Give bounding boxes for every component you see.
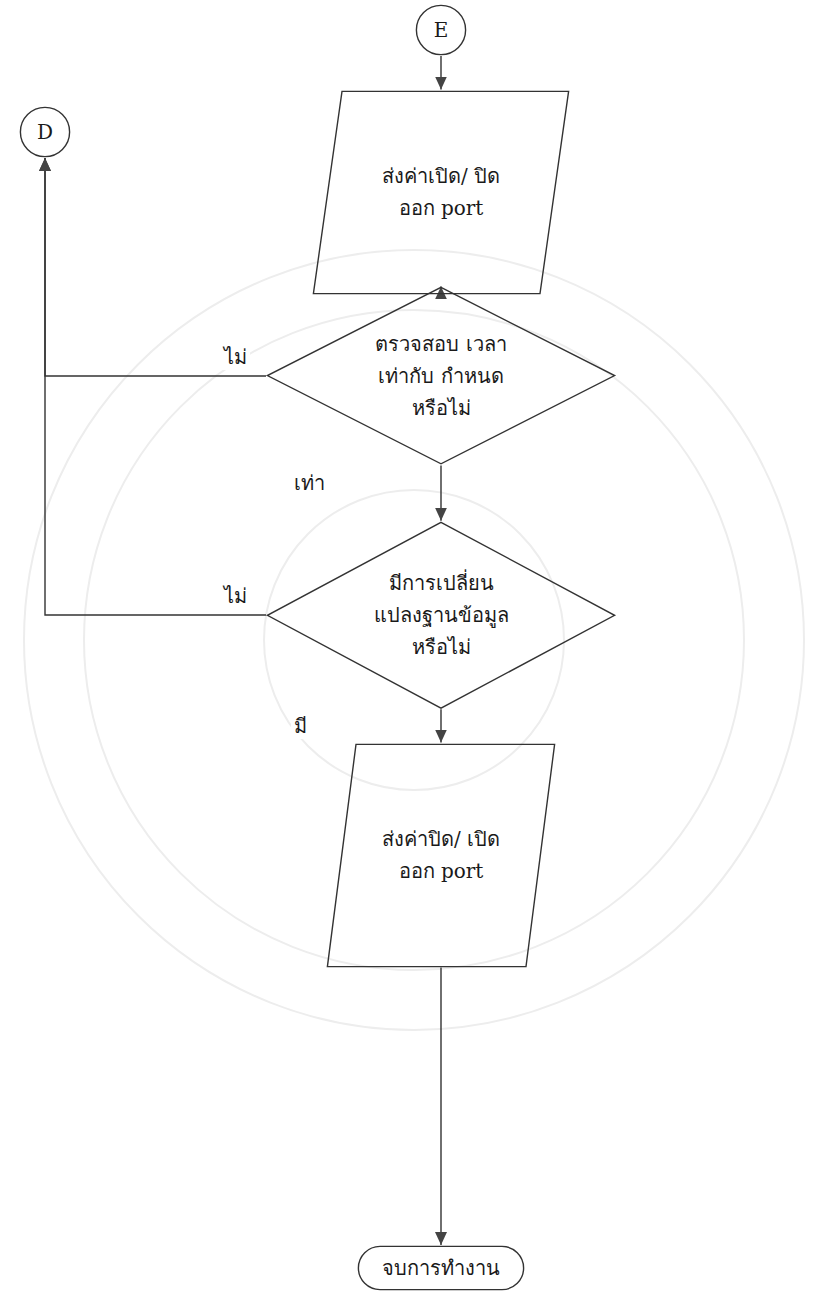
node-text: จบการทำงาน bbox=[382, 1252, 500, 1284]
shape-outline bbox=[312, 90, 570, 295]
node-text: ตรวจสอบ เวลาเท่ากับ กำหนด หรือไม่ bbox=[371, 328, 511, 424]
node-text: D bbox=[37, 116, 53, 148]
edge-label: ไม่ bbox=[221, 583, 250, 609]
text-block: E bbox=[434, 14, 449, 46]
text-block: D bbox=[37, 116, 53, 148]
flow-arrow bbox=[45, 158, 266, 376]
node-text: ส่งค่าเปิด/ ปิด ออก port bbox=[366, 160, 516, 224]
connector-circle: D bbox=[19, 106, 71, 158]
text-block: ส่งค่าปิด/ เปิดออก port bbox=[371, 823, 511, 887]
text-block: ตรวจสอบ เวลาเท่ากับ กำหนด หรือไม่ bbox=[371, 328, 511, 424]
terminator-box: จบการทำงาน bbox=[357, 1245, 525, 1291]
connector-circle: E bbox=[415, 4, 467, 56]
decision-diamond: มีการเปลี่ยน แปลงฐานข้อมูล หรือไม่ bbox=[266, 521, 616, 710]
text-block: จบการทำงาน bbox=[382, 1252, 500, 1284]
edge-label: ไม่ bbox=[221, 344, 250, 370]
node-text: ส่งค่าปิด/ เปิดออก port bbox=[371, 823, 511, 887]
node-text: มีการเปลี่ยน แปลงฐานข้อมูล หรือไม่ bbox=[366, 567, 516, 663]
node-text: E bbox=[434, 14, 449, 46]
text-block: มีการเปลี่ยน แปลงฐานข้อมูล หรือไม่ bbox=[366, 567, 516, 663]
edge-label: เท่า bbox=[291, 470, 328, 496]
io-parallelogram: ส่งค่าปิด/ เปิดออก port bbox=[326, 743, 556, 968]
flow-arrow bbox=[440, 466, 441, 521]
text-block: ส่งค่าเปิด/ ปิด ออก port bbox=[366, 160, 516, 224]
flow-arrow bbox=[440, 56, 441, 90]
flow-arrow bbox=[440, 968, 441, 1246]
flow-arrow bbox=[440, 709, 441, 742]
io-parallelogram: ส่งค่าเปิด/ ปิด ออก port bbox=[312, 90, 570, 295]
decision-diamond: ตรวจสอบ เวลาเท่ากับ กำหนด หรือไม่ bbox=[266, 286, 616, 465]
shape-outline bbox=[326, 743, 556, 968]
edge-label: มี bbox=[291, 713, 310, 739]
flow-arrow bbox=[45, 158, 266, 615]
